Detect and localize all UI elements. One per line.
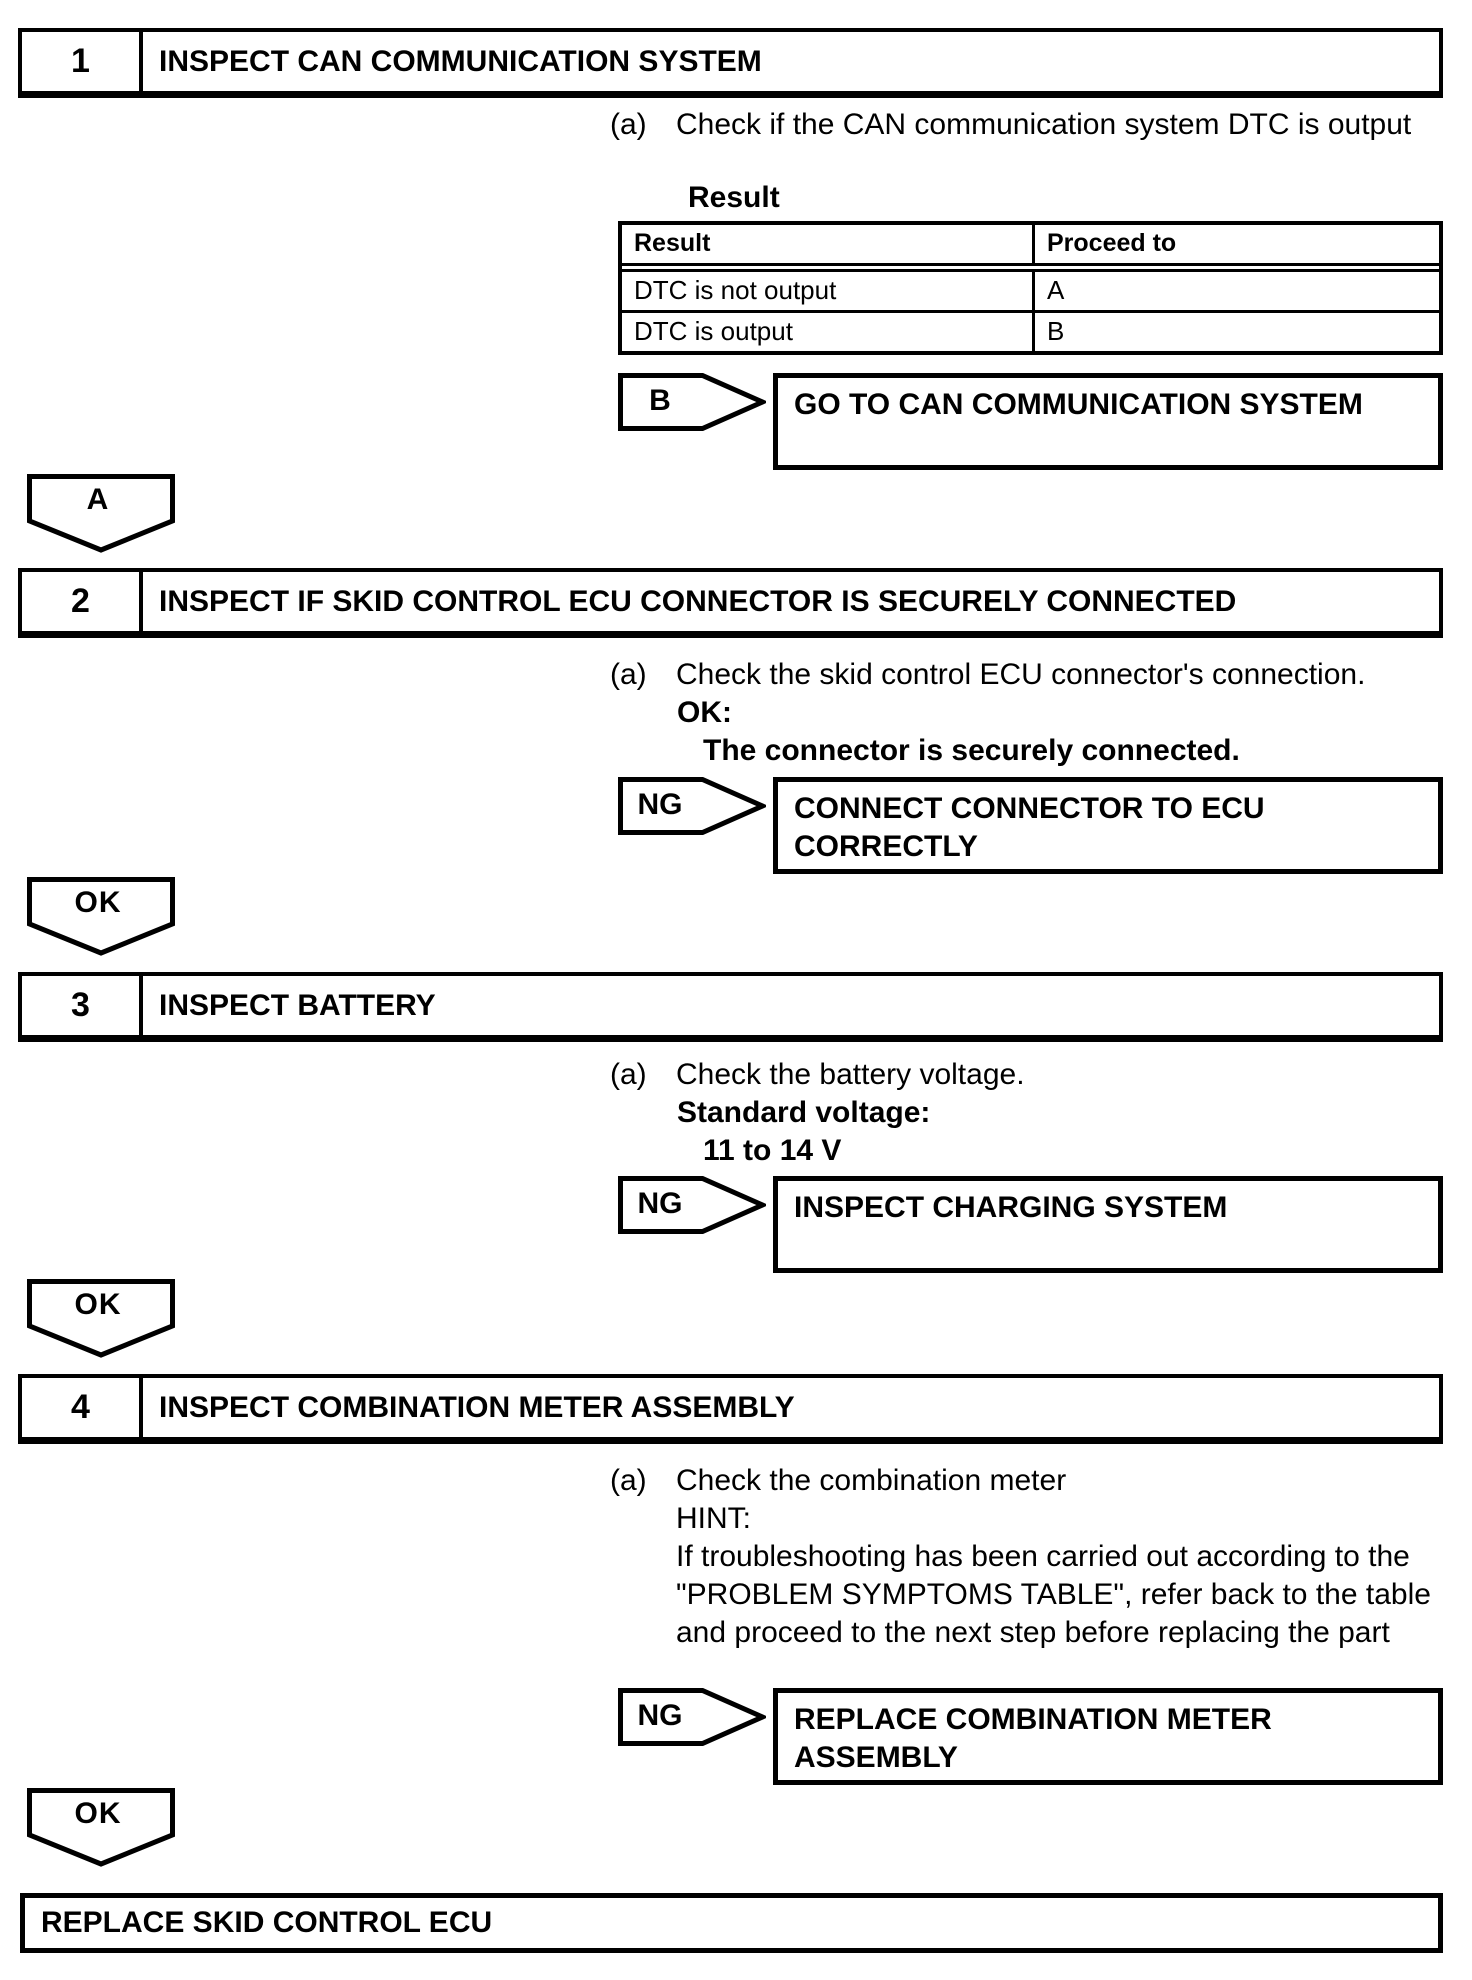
action-box-line: ASSEMBLY: [794, 1741, 958, 1774]
result-cell: DTC is output: [622, 313, 1035, 351]
ok-label: OK:: [677, 696, 732, 729]
connector-label: OK: [74, 1288, 122, 1321]
step-1-header: 1 INSPECT CAN COMMUNICATION SYSTEM: [18, 28, 1443, 98]
hint-line: If troubleshooting has been carried out …: [676, 1540, 1410, 1573]
action-box-line: REPLACE COMBINATION METER: [794, 1703, 1272, 1736]
table-row: DTC is output B: [622, 310, 1439, 351]
table-row: DTC is not output A: [622, 272, 1439, 310]
hint-line: and proceed to the next step before repl…: [676, 1616, 1390, 1649]
action-box-line: CORRECTLY: [794, 830, 978, 863]
substep-label: (a): [610, 1464, 647, 1497]
step-number: 3: [22, 976, 143, 1035]
step-3-header: 3 INSPECT BATTERY: [18, 972, 1443, 1042]
action-box-inspect-charging: INSPECT CHARGING SYSTEM: [773, 1176, 1443, 1273]
proceed-cell: B: [1047, 316, 1065, 346]
result-table-col-proceed: Proceed to: [1047, 229, 1177, 257]
result-table-col-result: Result: [622, 225, 1035, 263]
substep-text: Check the battery voltage.: [676, 1058, 1025, 1091]
ok-condition: The connector is securely connected.: [703, 734, 1240, 767]
step-2-header: 2 INSPECT IF SKID CONTROL ECU CONNECTOR …: [18, 568, 1443, 638]
step-title: INSPECT COMBINATION METER ASSEMBLY: [159, 1390, 795, 1424]
action-box-go-to-can: GO TO CAN COMMUNICATION SYSTEM: [773, 373, 1443, 470]
step-number: 4: [22, 1378, 143, 1437]
connector-label: A: [86, 483, 110, 516]
branch-label: B: [649, 384, 671, 417]
branch-ng-arrow-icon: [618, 1176, 766, 1234]
connector-ok-pentagon-icon: [27, 1279, 175, 1358]
substep-text: Check if the CAN communication system DT…: [676, 108, 1412, 141]
substep-label: (a): [610, 1058, 647, 1091]
action-box-connect-connector: CONNECT CONNECTOR TO ECU CORRECTLY: [773, 777, 1443, 874]
action-box-line: CONNECT CONNECTOR TO ECU: [794, 792, 1265, 825]
spec-label: Standard voltage:: [677, 1096, 931, 1129]
branch-ng-arrow-icon: [618, 777, 766, 835]
action-box-line: GO TO CAN COMMUNICATION SYSTEM: [794, 388, 1363, 421]
substep-text: Check the skid control ECU connector's c…: [676, 658, 1366, 691]
branch-ng-arrow-icon: [618, 1688, 766, 1746]
step-title: INSPECT BATTERY: [159, 988, 436, 1022]
result-cell: DTC is not output: [622, 272, 1035, 310]
connector-ok-pentagon-icon: [27, 877, 175, 956]
step-number: 2: [22, 572, 143, 631]
connector-label: OK: [74, 1797, 122, 1830]
branch-label: NG: [637, 1699, 683, 1732]
substep-label: (a): [610, 108, 647, 141]
step-number: 1: [22, 32, 143, 91]
hint-line: "PROBLEM SYMPTOMS TABLE", refer back to …: [676, 1578, 1431, 1611]
step-title: INSPECT IF SKID CONTROL ECU CONNECTOR IS…: [159, 584, 1237, 618]
step-title: INSPECT CAN COMMUNICATION SYSTEM: [159, 44, 762, 78]
connector-ok-pentagon-icon: [27, 1788, 175, 1867]
spec-value: 11 to 14 V: [703, 1134, 842, 1167]
connector-a-pentagon-icon: [27, 474, 175, 553]
substep-label: (a): [610, 658, 647, 691]
result-table-caption: Result: [688, 181, 780, 214]
branch-b-arrow-icon: [618, 373, 766, 431]
final-action-box: REPLACE SKID CONTROL ECU: [20, 1893, 1443, 1953]
branch-label: NG: [637, 1187, 683, 1220]
action-box-replace-meter: REPLACE COMBINATION METER ASSEMBLY: [773, 1688, 1443, 1785]
step-4-header: 4 INSPECT COMBINATION METER ASSEMBLY: [18, 1374, 1443, 1444]
proceed-cell: A: [1047, 275, 1065, 305]
result-table-header-row: Result Proceed to: [622, 225, 1439, 272]
hint-label: HINT:: [676, 1502, 751, 1535]
substep-text: Check the combination meter: [676, 1464, 1067, 1497]
branch-label: NG: [637, 788, 683, 821]
result-table: Result Proceed to DTC is not output A DT…: [618, 221, 1443, 355]
connector-label: OK: [74, 886, 122, 919]
action-box-line: INSPECT CHARGING SYSTEM: [794, 1191, 1228, 1224]
